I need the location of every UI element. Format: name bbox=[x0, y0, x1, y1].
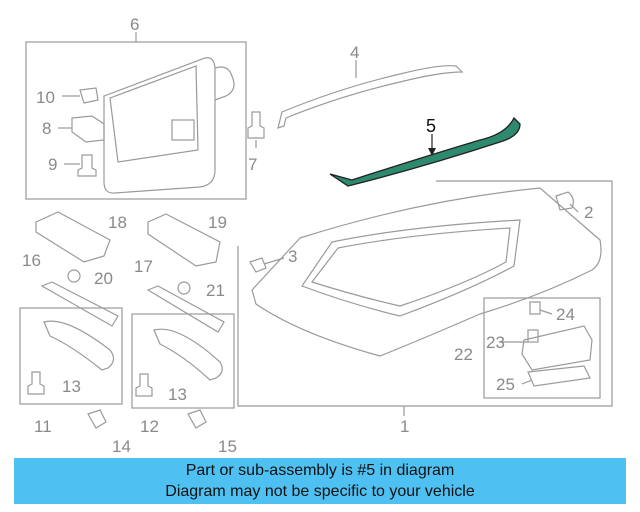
label-3: 3 bbox=[288, 247, 297, 266]
label-12: 12 bbox=[140, 417, 159, 436]
bulb-23 bbox=[527, 329, 539, 343]
info-banner: Part or sub-assembly is #5 in diagram Di… bbox=[14, 458, 626, 504]
label-21: 21 bbox=[206, 281, 225, 300]
clip-3 bbox=[249, 257, 267, 273]
label-7: 7 bbox=[248, 155, 257, 174]
screw-9 bbox=[77, 154, 97, 177]
label-1: 1 bbox=[400, 417, 409, 436]
label-22: 22 bbox=[454, 345, 473, 364]
weatherstrip-5 bbox=[329, 116, 521, 187]
lamp-assembly bbox=[521, 325, 593, 371]
sun-visor bbox=[103, 57, 216, 194]
lens-25 bbox=[527, 365, 591, 387]
label-23: 23 bbox=[486, 333, 505, 352]
label-10: 10 bbox=[36, 88, 55, 107]
grip-handle-12 bbox=[153, 328, 223, 381]
nut-21 bbox=[177, 281, 191, 295]
banner-line-1: Part or sub-assembly is #5 in diagram bbox=[185, 462, 455, 479]
screw-13b bbox=[135, 373, 153, 397]
label-18: 18 bbox=[108, 213, 127, 232]
bracket-18 bbox=[35, 211, 111, 263]
label-19: 19 bbox=[208, 213, 227, 232]
label-20: 20 bbox=[94, 269, 113, 288]
banner-line-2: Diagram may not be specific to your vehi… bbox=[165, 483, 475, 500]
clip-10 bbox=[79, 87, 99, 104]
cover-14 bbox=[87, 409, 107, 429]
label-8: 8 bbox=[42, 119, 51, 138]
label-24: 24 bbox=[556, 305, 575, 324]
label-17: 17 bbox=[134, 257, 153, 276]
parts-diagram: 6 4 5 10 8 9 7 2 3 18 19 16 17 20 21 22 … bbox=[19, 15, 613, 456]
nut-20 bbox=[67, 269, 81, 283]
screw-13a bbox=[27, 371, 45, 395]
cap-2 bbox=[555, 191, 574, 211]
sun-visor-box bbox=[25, 41, 247, 200]
label-9: 9 bbox=[48, 155, 57, 174]
label-13b: 13 bbox=[168, 385, 187, 404]
grip-box-11 bbox=[19, 307, 123, 405]
bulb-24 bbox=[529, 301, 541, 315]
grip-box-12 bbox=[131, 313, 235, 409]
bracket-8 bbox=[71, 115, 105, 143]
bracket-19 bbox=[147, 213, 221, 267]
map-lamp-box bbox=[483, 297, 601, 399]
headliner-box bbox=[237, 180, 613, 407]
label-25: 25 bbox=[496, 375, 515, 394]
label-2: 2 bbox=[584, 203, 593, 222]
label-13a: 13 bbox=[62, 377, 81, 396]
headliner bbox=[251, 187, 602, 357]
cover-15 bbox=[187, 409, 207, 429]
label-4: 4 bbox=[350, 43, 359, 62]
label-5: 5 bbox=[426, 116, 436, 136]
trim-strip-4 bbox=[277, 65, 464, 129]
grip-handle-11 bbox=[43, 320, 115, 371]
label-11: 11 bbox=[34, 417, 52, 436]
label-6: 6 bbox=[130, 15, 139, 34]
screw-7 bbox=[247, 111, 265, 139]
label-15: 15 bbox=[218, 437, 237, 456]
label-14: 14 bbox=[112, 437, 131, 456]
label-16: 16 bbox=[22, 251, 41, 270]
rod-16 bbox=[40, 281, 119, 327]
rod-17 bbox=[146, 285, 225, 333]
